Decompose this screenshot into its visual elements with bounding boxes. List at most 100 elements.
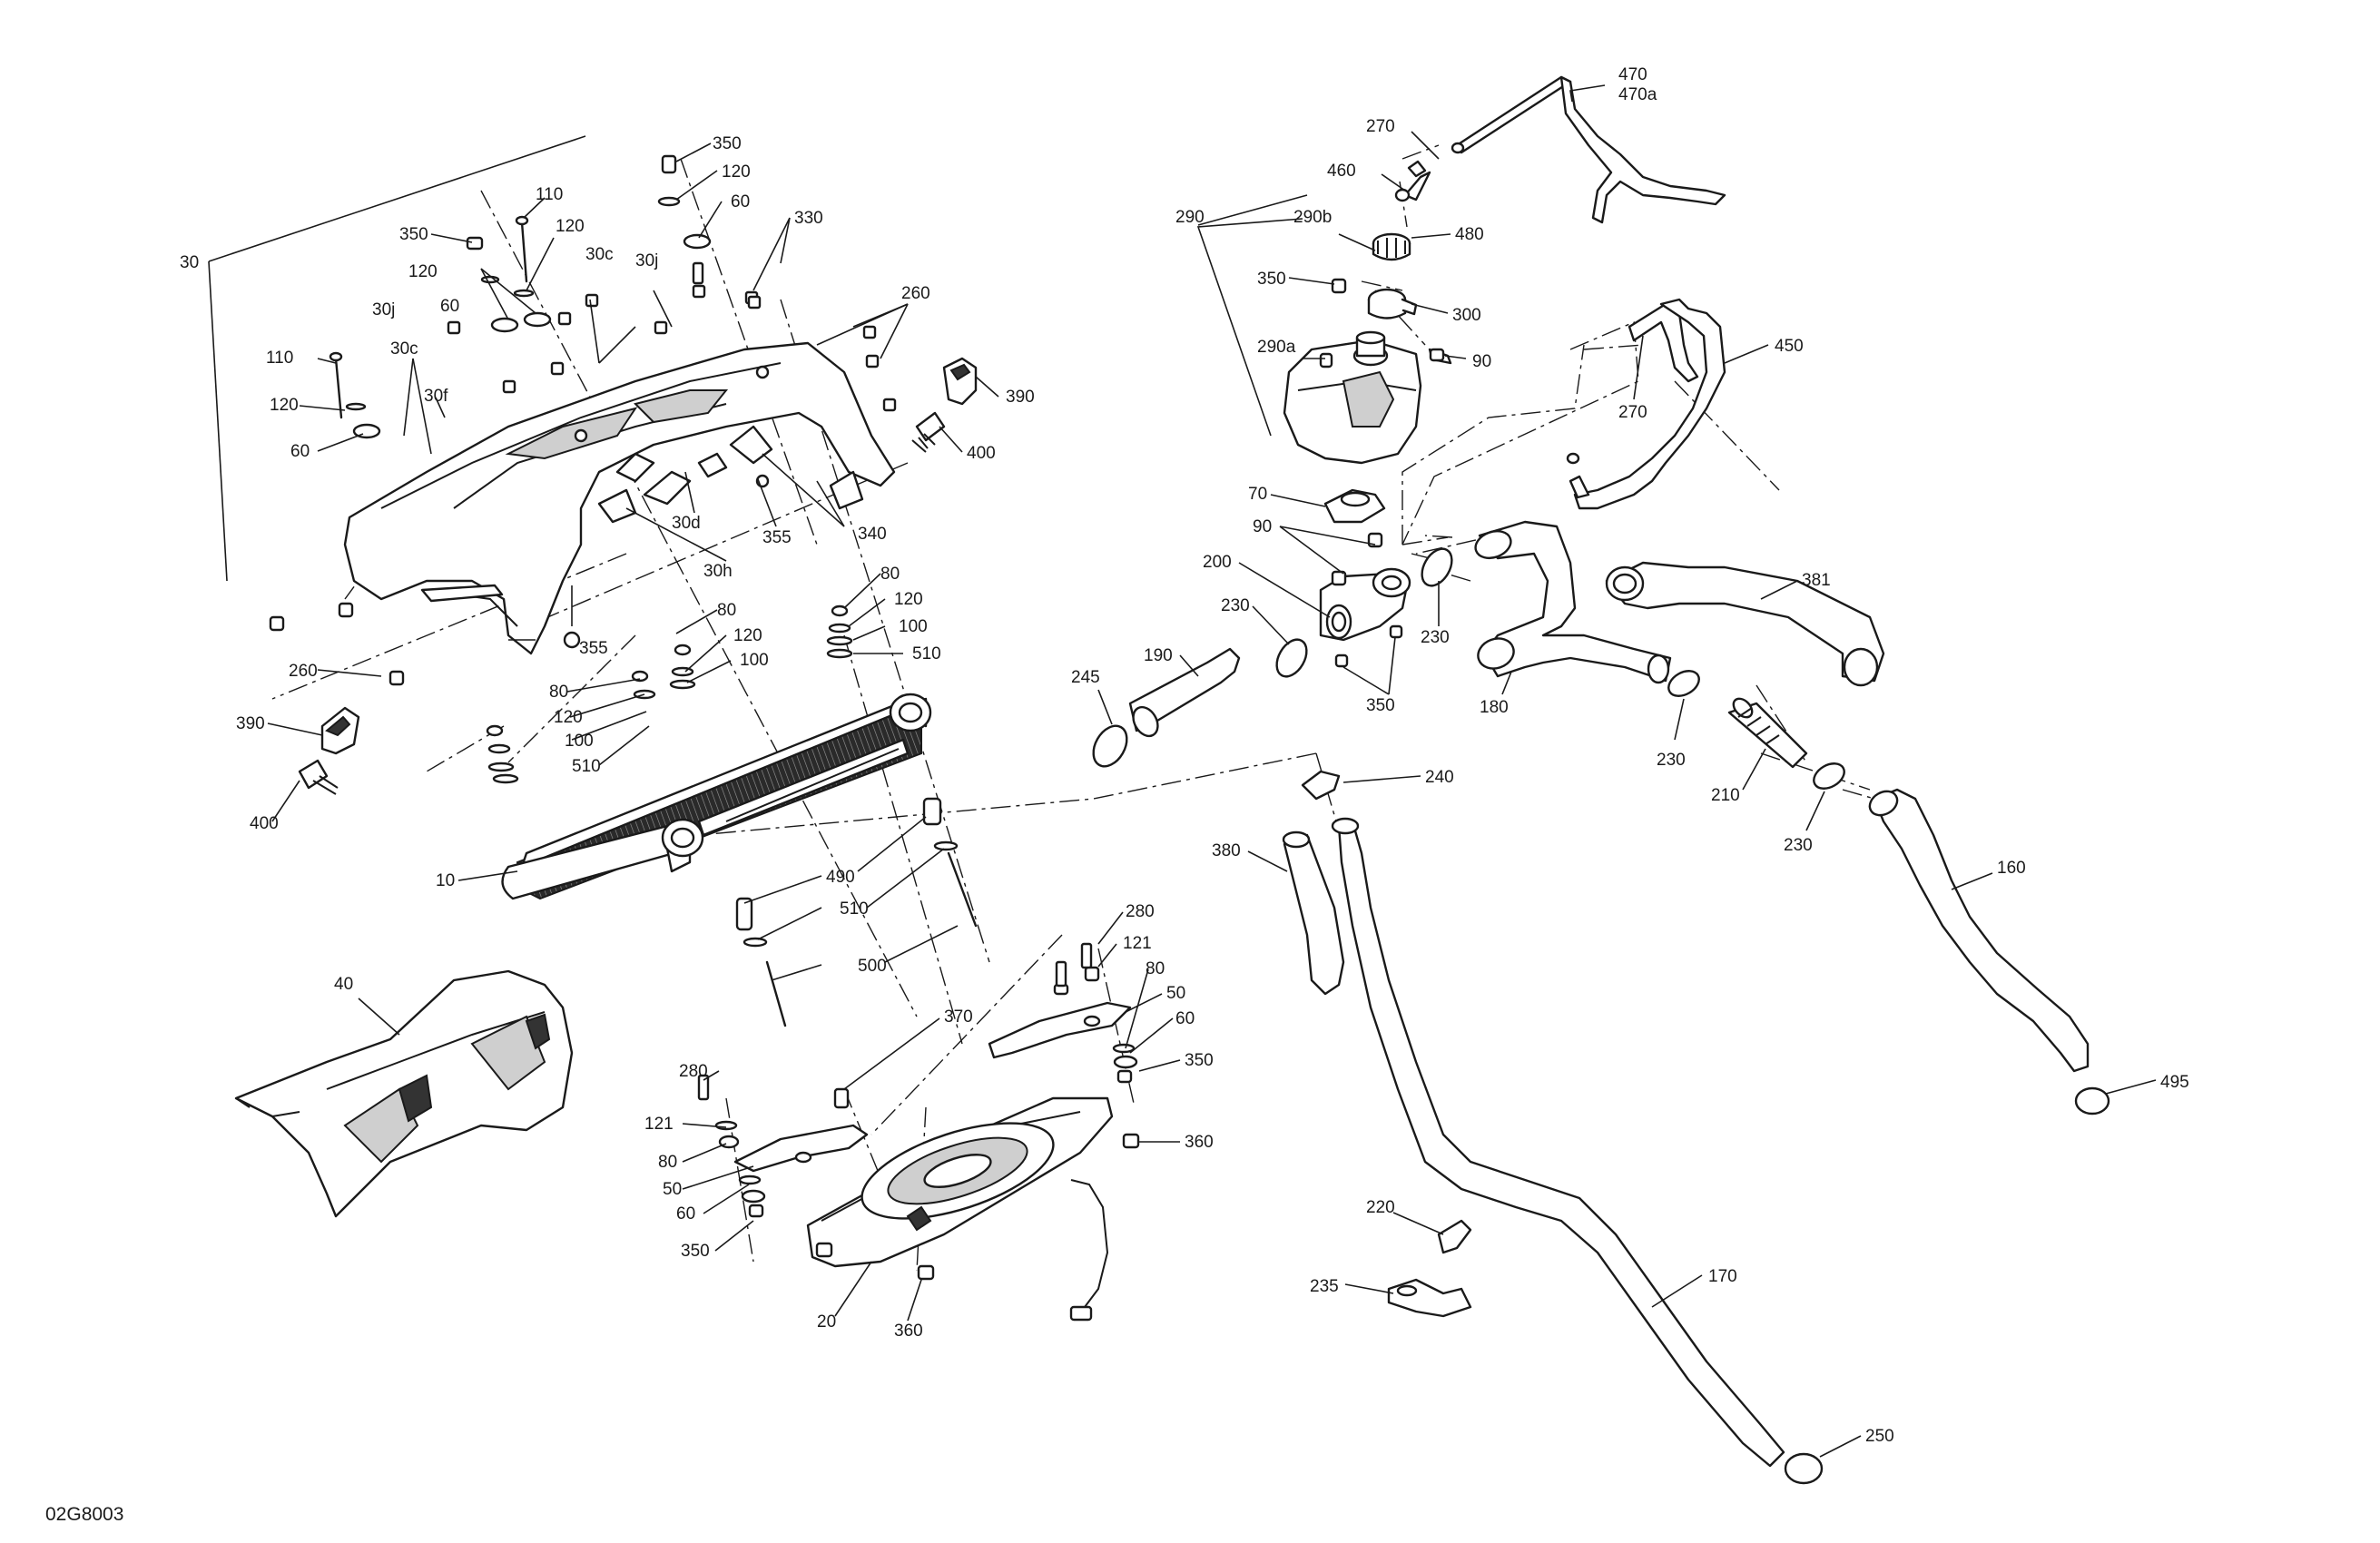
callout-200: 200 xyxy=(1203,553,1232,572)
thermostat-housing xyxy=(1319,488,1411,668)
callout-100: 100 xyxy=(740,651,769,670)
coolant-reservoir xyxy=(1283,330,1422,465)
callout-495: 495 xyxy=(2160,1073,2189,1092)
callout-30c: 30c xyxy=(585,245,614,264)
figure-reference-code: 02G8003 xyxy=(45,1504,123,1525)
callout-260: 260 xyxy=(289,662,318,681)
callout-labels: 470 470a 270 460 480 290 290b 350 300 29… xyxy=(180,65,2189,1446)
callout-510: 510 xyxy=(912,644,941,663)
callout-220: 220 xyxy=(1366,1198,1395,1217)
callout-60: 60 xyxy=(290,442,310,461)
callout-510: 510 xyxy=(840,899,869,919)
callout-381: 381 xyxy=(1802,571,1831,590)
callout-20: 20 xyxy=(817,1312,836,1332)
callout-110: 110 xyxy=(536,185,563,204)
hose-380 xyxy=(1282,830,1345,996)
callout-280: 280 xyxy=(679,1062,708,1081)
callout-400: 400 xyxy=(250,814,279,833)
reservoir-cap-parts xyxy=(1331,232,1452,365)
callout-120: 120 xyxy=(556,217,585,236)
callout-70: 70 xyxy=(1248,485,1267,504)
fan-assembly xyxy=(806,1096,1140,1322)
pipe-210 xyxy=(1727,697,1808,769)
callout-50: 50 xyxy=(1166,984,1185,1003)
hose-160 xyxy=(1868,788,2090,1073)
callout-350: 350 xyxy=(713,134,742,153)
callout-290a: 290a xyxy=(1257,338,1296,357)
callout-270: 270 xyxy=(1618,403,1647,422)
callout-340: 340 xyxy=(858,525,887,544)
radiator-core xyxy=(501,693,932,900)
callout-190: 190 xyxy=(1144,646,1173,665)
callout-30j: 30j xyxy=(635,251,658,270)
fan-brackets xyxy=(697,942,1138,1218)
callout-120: 120 xyxy=(894,590,923,609)
callout-240: 240 xyxy=(1425,768,1454,787)
panel-fasteners xyxy=(269,154,897,686)
callout-360: 360 xyxy=(894,1322,923,1341)
callout-30f: 30f xyxy=(424,387,448,406)
radiator-support-panel xyxy=(343,341,896,655)
fan-shroud-cover xyxy=(234,969,574,1218)
callout-120: 120 xyxy=(270,396,299,415)
callout-60: 60 xyxy=(676,1204,695,1224)
callout-90: 90 xyxy=(1472,352,1491,371)
callout-350: 350 xyxy=(681,1242,710,1261)
callout-250: 250 xyxy=(1865,1427,1894,1446)
latch-lower xyxy=(298,706,360,795)
callout-120: 120 xyxy=(554,708,583,727)
callout-230: 230 xyxy=(1657,751,1686,770)
callout-350: 350 xyxy=(399,225,428,244)
callout-490: 490 xyxy=(826,868,855,887)
callout-360: 360 xyxy=(1185,1133,1214,1152)
callout-100: 100 xyxy=(899,617,928,636)
callout-80: 80 xyxy=(717,601,736,620)
callout-270: 270 xyxy=(1366,117,1395,136)
latch-upper xyxy=(911,357,978,453)
callout-10: 10 xyxy=(436,871,455,890)
callout-120: 120 xyxy=(408,262,438,281)
callout-180: 180 xyxy=(1480,698,1509,717)
callout-40: 40 xyxy=(334,975,353,994)
callout-470: 470 xyxy=(1618,65,1647,84)
callout-390: 390 xyxy=(1006,388,1035,407)
vent-line-470 xyxy=(1394,75,1726,224)
brackets-220-235 xyxy=(1387,1219,1472,1318)
callout-80: 80 xyxy=(658,1153,677,1172)
leader-lines xyxy=(208,84,2157,1458)
callout-230: 230 xyxy=(1784,836,1813,855)
hose-170 xyxy=(1331,817,1785,1468)
callout-120: 120 xyxy=(733,626,762,645)
callout-350: 350 xyxy=(1366,696,1395,715)
callout-30c: 30c xyxy=(390,339,418,359)
callout-470a: 470a xyxy=(1618,85,1657,104)
callout-50: 50 xyxy=(663,1180,682,1199)
callout-355: 355 xyxy=(579,639,608,658)
callout-350: 350 xyxy=(1185,1051,1214,1070)
callout-480: 480 xyxy=(1455,225,1484,244)
callout-355: 355 xyxy=(762,528,792,547)
callout-110: 110 xyxy=(266,349,293,368)
callout-60: 60 xyxy=(440,297,459,316)
callout-390: 390 xyxy=(236,714,265,733)
callout-500: 500 xyxy=(858,957,887,976)
callout-460: 460 xyxy=(1327,162,1356,181)
callout-30h: 30h xyxy=(703,562,733,581)
callout-235: 235 xyxy=(1310,1277,1339,1296)
callout-120: 120 xyxy=(722,162,751,182)
callout-230: 230 xyxy=(1421,628,1450,647)
callout-510: 510 xyxy=(572,757,601,776)
callout-260: 260 xyxy=(901,284,930,303)
radiator-fasteners xyxy=(486,604,978,1027)
callout-290b: 290b xyxy=(1293,208,1332,227)
callout-90: 90 xyxy=(1253,517,1272,536)
callout-400: 400 xyxy=(967,444,996,463)
callout-290: 290 xyxy=(1175,208,1205,227)
callout-30d: 30d xyxy=(672,514,701,533)
callout-30: 30 xyxy=(180,253,199,272)
hose-clamps xyxy=(1092,547,2110,1485)
callout-80: 80 xyxy=(880,565,900,584)
hose-190 xyxy=(1128,647,1241,738)
callout-245: 245 xyxy=(1071,668,1100,687)
overflow-hose-450 xyxy=(1566,298,1726,510)
